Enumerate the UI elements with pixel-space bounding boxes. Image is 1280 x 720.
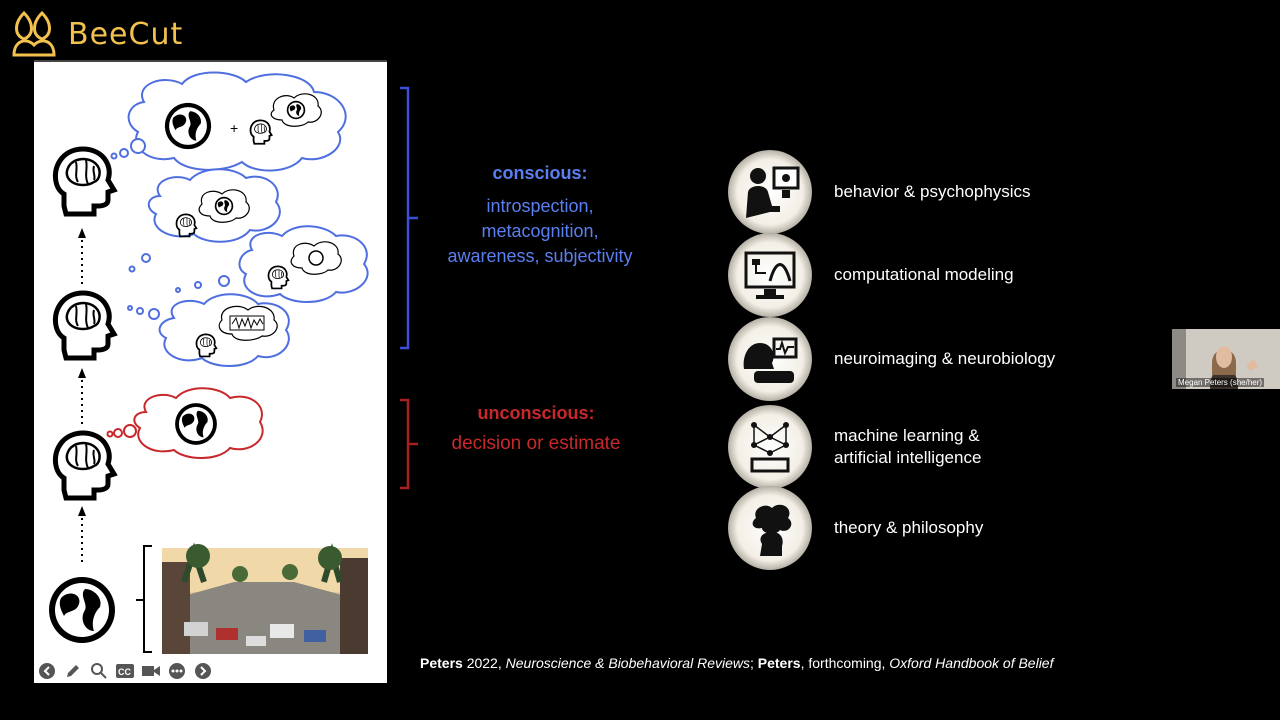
forward-button[interactable] xyxy=(192,660,214,682)
more-icon xyxy=(169,663,185,679)
conscious-line: introspection, xyxy=(486,196,594,216)
citation-text: 2022, xyxy=(462,655,506,671)
conscious-line: metacognition, xyxy=(481,221,599,241)
forward-icon xyxy=(195,663,211,679)
method-neuroimaging: neuroimaging & neurobiology xyxy=(728,317,1055,401)
unconscious-title: unconscious: xyxy=(477,403,595,423)
webcam-video xyxy=(1172,329,1280,389)
brand-name: BeeCut xyxy=(68,16,184,52)
conscious-thought-cloud-middle xyxy=(147,168,369,367)
consciousness-diagram: + xyxy=(49,71,369,654)
conscious-line: awareness, subjectivity xyxy=(447,246,633,266)
conscious-title: conscious: xyxy=(492,163,588,183)
webcam-thumbnail[interactable]: Megan Peters (she/her) xyxy=(1172,329,1280,389)
svg-text:CC: CC xyxy=(118,667,131,677)
citation-book: Oxford Handbook of Belief xyxy=(889,655,1054,671)
camera-button[interactable] xyxy=(140,660,162,682)
camera-icon xyxy=(142,666,160,676)
brain-scanner-icon xyxy=(728,317,812,401)
conscious-thought-cloud-top: + xyxy=(127,71,347,172)
brand-logo: BeeCut xyxy=(8,8,183,60)
method-label: neuroimaging & neurobiology xyxy=(834,349,1056,368)
method-label: computational modeling xyxy=(834,265,1014,284)
back-icon xyxy=(39,663,55,679)
svg-text:+: + xyxy=(230,120,238,136)
method-label-line: machine learning & xyxy=(834,426,980,445)
slide-diagram-panel: + xyxy=(34,62,387,683)
thinking-head-icon xyxy=(728,486,812,570)
citation-text: , forthcoming, xyxy=(800,655,890,671)
world-globe-icon xyxy=(49,577,115,643)
method-label: machine learning & artificial intelligen… xyxy=(834,425,981,469)
bee-logo-icon xyxy=(12,10,56,57)
neural-network-icon xyxy=(728,405,812,489)
method-theory: theory & philosophy xyxy=(728,486,983,570)
citation-author: Peters xyxy=(757,655,801,671)
method-label: theory & philosophy xyxy=(834,518,984,537)
more-button[interactable] xyxy=(166,660,188,682)
head-icon-top xyxy=(55,149,114,214)
cc-icon: CC xyxy=(116,664,134,678)
method-label-line: artificial intelligence xyxy=(834,448,982,467)
back-button[interactable] xyxy=(36,660,58,682)
pen-button[interactable] xyxy=(62,660,84,682)
method-label: behavior & psychophysics xyxy=(834,182,1031,201)
zoom-button[interactable] xyxy=(88,660,110,682)
slide-toolbar: CC xyxy=(34,659,236,683)
brackets xyxy=(400,86,418,490)
citation-author: Peters xyxy=(420,655,463,671)
unconscious-bracket xyxy=(400,398,418,490)
citation: Peters 2022, Neuroscience & Biobehaviora… xyxy=(420,655,1054,671)
unconscious-thought-cloud xyxy=(133,387,264,459)
head-icon-bottom xyxy=(55,433,114,498)
method-machine-learning: machine learning & artificial intelligen… xyxy=(728,405,981,489)
citation-journal: Neuroscience & Biobehavioral Reviews xyxy=(505,655,750,671)
captions-button[interactable]: CC xyxy=(114,660,136,682)
zoom-icon xyxy=(91,663,107,679)
method-computational: computational modeling xyxy=(728,233,1014,317)
pen-icon xyxy=(67,665,79,677)
conscious-description: introspection, metacognition, awareness,… xyxy=(420,194,660,269)
citation-separator: ; xyxy=(749,655,758,671)
head-icon-middle xyxy=(55,293,114,358)
person-at-computer-icon xyxy=(728,150,812,234)
participant-name: Megan Peters (she/her) xyxy=(1176,378,1265,387)
method-behavior: behavior & psychophysics xyxy=(728,150,1031,234)
conscious-bracket xyxy=(400,86,418,350)
street-scene-photo xyxy=(162,542,368,654)
unconscious-description: decision or estimate xyxy=(451,433,621,454)
monitor-chart-icon xyxy=(728,233,812,317)
